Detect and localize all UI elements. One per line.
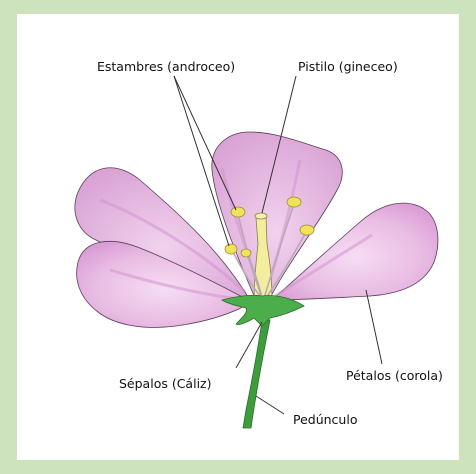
label-peduncle: Pedúnculo (293, 412, 357, 427)
pistil-stigma (255, 213, 267, 219)
label-sepals: Sépalos (Cáliz) (119, 376, 211, 391)
label-stamens: Estambres (androceo) (97, 59, 235, 74)
label-pistil: Pistilo (gineceo) (298, 59, 398, 74)
stem (243, 320, 270, 428)
label-petals: Pétalos (corola) (346, 368, 443, 383)
